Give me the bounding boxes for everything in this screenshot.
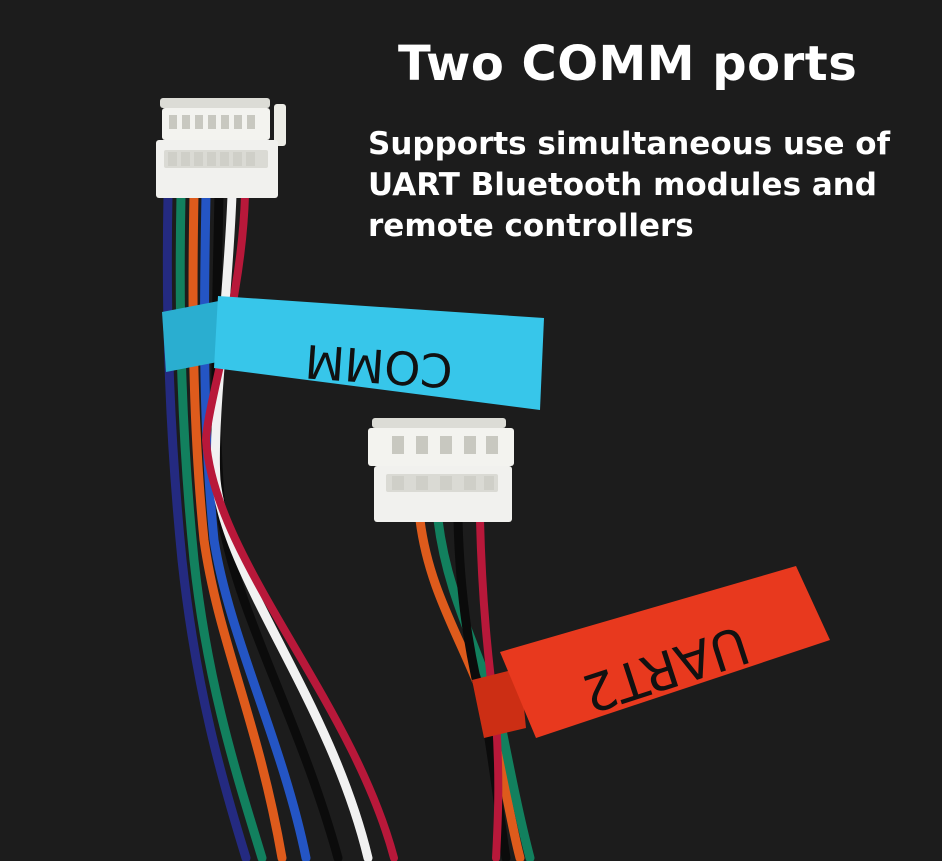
uart-tag: UART2 <box>472 566 830 738</box>
description-line-2: UART Bluetooth modules and <box>368 167 878 203</box>
description: Supports simultaneous use of UART Blueto… <box>368 124 928 247</box>
wire-green <box>175 190 267 861</box>
comm-tag-label: COMM <box>303 334 454 398</box>
comm-tag: COMM <box>162 296 544 410</box>
wire-navy <box>162 190 251 861</box>
comm-cable <box>162 190 398 861</box>
wire-blue <box>199 190 311 861</box>
description-line-1: Supports simultaneous use of <box>368 126 891 162</box>
headline: Two COMM ports <box>398 36 858 92</box>
uart-connector <box>368 418 514 522</box>
description-line-3: remote controllers <box>368 208 694 244</box>
comm-connector <box>156 98 286 198</box>
wire-orange <box>188 190 287 861</box>
